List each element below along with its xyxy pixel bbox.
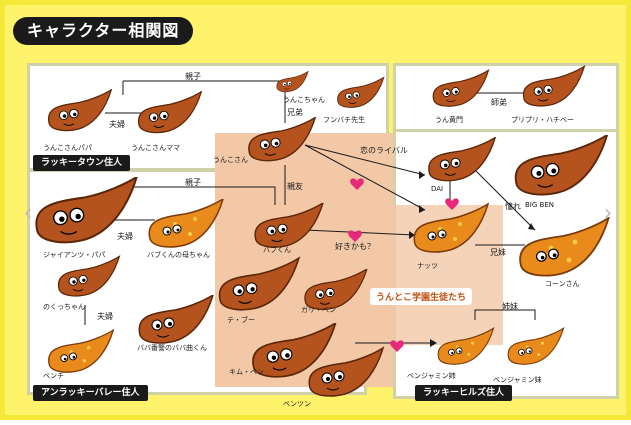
char-icon-natts: [413, 203, 489, 253]
char-icon-kon-san: [519, 217, 610, 277]
char-icon-unko-mama: [137, 91, 202, 134]
label-baba-papa: ババ番警のババ曲くん: [137, 344, 207, 352]
label-benjamin-imouto: ベンジャミン妹: [493, 376, 542, 384]
line-oyako2: [133, 186, 276, 205]
relation-koi-rival: 恋のライバル: [360, 146, 408, 155]
arrowhead-icon-5: [430, 339, 437, 347]
character-shapes: [35, 65, 610, 397]
line-to-natts: [304, 144, 426, 211]
relation-teitei: 師弟: [491, 98, 507, 107]
char-icon-giant-papa: [35, 177, 138, 244]
char-icon-unko-papa: [47, 89, 112, 132]
relation-fuufu1: 夫婦: [109, 120, 125, 129]
line-shimai: [474, 309, 536, 320]
label-natts: ナッツ: [417, 262, 438, 270]
label-un-koumon: うん黄門: [435, 116, 463, 124]
label-funbachi: フンバチ先生: [323, 116, 366, 124]
prev-arrow-icon[interactable]: ‹: [23, 200, 33, 226]
arrowhead-icon-3: [409, 231, 415, 239]
relation-shinyuu: 親友: [287, 182, 303, 191]
label-giant-papa: ジャイアンツ・パパ: [43, 251, 106, 259]
char-icon-funbachi: [337, 76, 385, 108]
label-gari-ben: ガリ・ベン: [301, 306, 336, 314]
relation-kyoudai2: 兄妹: [490, 248, 506, 257]
char-icon-te-bu: [218, 257, 300, 311]
label-dai: DAI: [431, 185, 444, 193]
heart-icon-2: [348, 230, 362, 242]
label-unko-papa: うんこさんパパ: [43, 144, 92, 152]
heart-icon-1: [350, 178, 364, 190]
label-babu-mama: バブくんの母ちゃん: [147, 251, 210, 259]
arrowhead-icon-2: [419, 205, 425, 213]
line-koi-rival: [304, 144, 426, 176]
char-icon-baba-papa: [138, 295, 214, 344]
relation-fuufu2: 夫婦: [117, 232, 133, 241]
char-icon-benjamin-ane: [437, 327, 495, 365]
char-icon-unko-san: [248, 117, 316, 162]
relation-akogare: 憧れ: [505, 202, 521, 211]
char-icon-puripuri: [522, 65, 586, 107]
next-arrow-icon[interactable]: ›: [603, 200, 613, 226]
arrowhead-icon-1: [419, 171, 425, 179]
char-icon-babu-mama: [148, 199, 224, 248]
label-big-ben: BIG BEN: [525, 201, 554, 209]
char-icon-gari-ben: [304, 269, 368, 311]
label-nokkuchan: のくっちゃん: [43, 303, 85, 311]
heart-icon-3: [445, 198, 459, 210]
region-label-lucky-town: ラッキータウン住人: [33, 155, 131, 171]
heart-icon-4: [390, 340, 404, 352]
relation-shimai: 姉妹: [502, 302, 518, 311]
label-benjamin-ane: ベンジャミン姉: [407, 372, 456, 380]
label-benben: ベンツン: [283, 400, 311, 408]
label-unko-chan: うんこちゃん: [283, 96, 325, 104]
relation-kyoudai: 兄弟: [287, 108, 303, 117]
char-icon-un-koumon: [432, 69, 490, 107]
char-icon-benchi: [47, 329, 114, 373]
label-kim-ben: キム・ベン: [229, 368, 264, 376]
school-label: うんとこ学園生徒たち: [370, 288, 473, 305]
label-unko-mama: うんこさんママ: [131, 144, 180, 152]
char-icon-dai: [428, 137, 496, 182]
label-unko-san: うんこさん: [213, 156, 248, 164]
label-babu: バブくん: [263, 246, 291, 254]
relation-fuufu3: 夫婦: [97, 312, 113, 321]
region-label-unlucky-valley: アンラッキーバレー住人: [33, 385, 148, 401]
line-akogare: [474, 169, 536, 231]
char-icon-benjamin-imouto: [507, 327, 565, 365]
label-te-bu: テ・ブー: [227, 316, 255, 324]
label-benchi: ベンチ: [43, 372, 64, 380]
arrowhead-icon-4: [528, 223, 535, 230]
char-icon-unko-chan: [276, 71, 309, 93]
region-label-lucky-hills: ラッキーヒルズ住人: [415, 385, 513, 401]
label-puripuri: プリプリ・ハチベー: [511, 116, 574, 124]
label-kon-san: コーンさん: [545, 280, 580, 288]
relation-suki: 好きかも？: [335, 242, 375, 251]
relation-oyako1: 親子: [185, 72, 201, 81]
char-icon-big-ben: [514, 135, 609, 196]
page-title: キャラクター相関図: [13, 17, 194, 45]
char-icon-nokkuchan: [57, 255, 121, 297]
relation-oyako2: 親子: [185, 178, 201, 187]
char-icon-babu: [254, 203, 324, 248]
